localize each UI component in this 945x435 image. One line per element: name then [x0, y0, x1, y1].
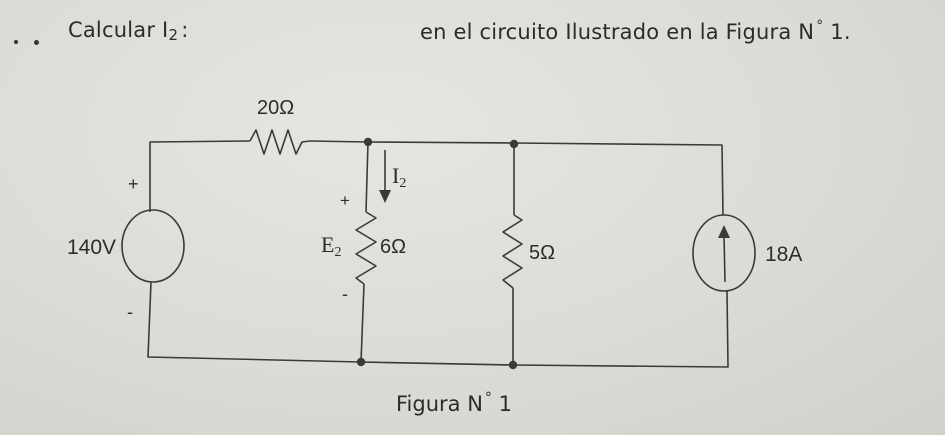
wire-top [309, 140, 724, 216]
label-e2: E2 [321, 232, 341, 260]
problem-target-var: I [162, 18, 169, 42]
wire-6ohm-top [365, 141, 369, 213]
label-18a: 18A [765, 243, 802, 266]
label-20-ohm: 20Ω [257, 97, 294, 119]
label-i2: I2 [392, 163, 406, 191]
problem-target-sub: 2 [168, 26, 179, 44]
wire-top-left [149, 140, 251, 212]
wire-left-bottom [147, 281, 729, 368]
e2-minus: - [342, 284, 348, 304]
current-source-arrow-shaft [723, 233, 726, 283]
current-source-circle [692, 214, 756, 292]
wire-6ohm-bottom [360, 283, 365, 363]
voltage-source-plus: + [128, 174, 139, 194]
problem-prefix: Calcular [68, 18, 163, 42]
caption-degree: ° [484, 390, 492, 406]
node-top-5ohm [509, 139, 519, 149]
node-bottom-6ohm [356, 357, 366, 367]
e2-plus: + [340, 191, 350, 210]
problem-statement-right: en el circuito Ilustrado en la Figura N°… [420, 18, 851, 44]
problem-target-suffix: : [181, 18, 189, 42]
voltage-source-circle [121, 209, 185, 283]
label-5-ohm: 5Ω [529, 242, 555, 264]
resistor-20-ohm [249, 129, 311, 155]
problem-degree: ° [816, 18, 824, 34]
resistor-6-ohm [355, 211, 377, 285]
current-source-arrow-head [718, 225, 730, 238]
figure-caption: Figura N° 1 [396, 390, 512, 416]
resistor-5-ohm [502, 214, 523, 289]
label-6-ohm: 6Ω [380, 236, 406, 258]
problem-rest: en el circuito Ilustrado en la Figura N [420, 20, 815, 44]
caption-text: Figura N [396, 392, 483, 416]
node-bottom-5ohm [508, 360, 518, 370]
stray-dot [14, 40, 18, 44]
caption-number: 1 [491, 392, 512, 416]
current-arrow-head [379, 190, 391, 203]
node-top-6ohm [363, 137, 373, 147]
voltage-source-minus: - [127, 302, 133, 322]
label-140v: 140V [67, 236, 116, 259]
problem-rest-end: 1. [823, 20, 851, 44]
problem-statement-left: Calcular I2: [68, 18, 188, 44]
stray-dot [34, 40, 39, 45]
